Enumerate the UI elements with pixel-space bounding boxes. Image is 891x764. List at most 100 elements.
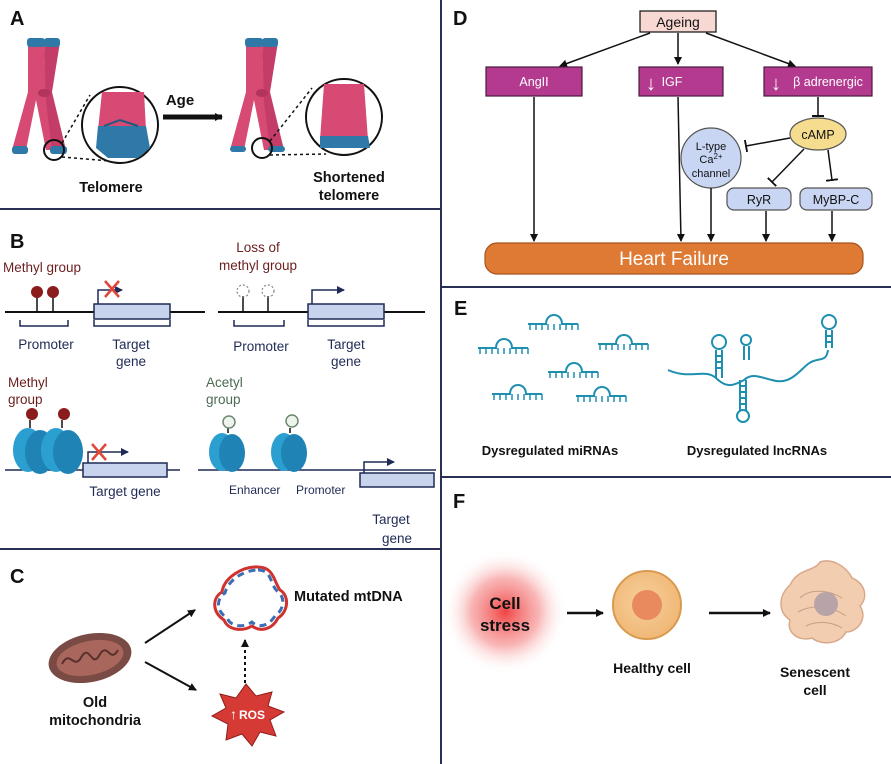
methyl-label-2: group [8,392,43,407]
promoter-label: Promoter [233,339,289,354]
target-gene-box [359,472,435,488]
panel-c: C Mutated mtDNA ↑ ROS Old mitochondria [10,565,403,747]
panel-f: F Cell stress Healthy cell Senescent cel… [443,491,866,698]
mitochondrion-icon [48,632,132,684]
gene-label: gene [331,354,361,369]
heart-failure-box [484,242,864,275]
transcription-start-arrow [87,448,129,463]
panel-e: E Dysregulated miRNAs Dysregulated lncRN… [454,298,837,458]
ltype-ca: Ca [699,154,714,166]
acetyl-label-1: Acetyl [206,375,243,390]
ros-up-arrow: ↑ [230,706,237,722]
healthy-cell-icon [612,570,682,640]
transcription-start-arrow [363,458,395,473]
lncrna-icon [667,314,837,423]
ltype-label-1: L-type [696,141,727,153]
ros-label: ROS [239,708,265,722]
ltype-label-3: channel [692,168,731,180]
target-gene-box [93,303,171,320]
beta-down-arrow: ↓ [771,73,781,95]
mirnas-label: Dysregulated miRNAs [482,443,619,458]
telomere-label: Telomere [79,180,142,196]
telomere-zoom-marker [43,139,65,161]
blocked-x-icon [104,280,120,298]
beta-adrenergic-label: β adrenergic [793,75,863,89]
mito-to-ros-arrow [144,661,197,691]
nucleosome-icon [41,408,83,474]
ageing-label: Ageing [656,14,700,30]
enhancer-label: Enhancer [229,483,280,497]
shortened-telomere-zoom-icon [305,78,383,156]
ltype-label-2: Ca2+ [699,152,723,166]
panel-b: B Methyl group Promoter Target gene Loss… [3,231,436,546]
panel-b-label: B [10,231,24,253]
target-gene-box [82,462,168,478]
gene-label: gene [116,354,146,369]
angii-label: AngII [519,75,548,89]
panel-d-label: D [453,8,467,30]
igf-box [638,66,724,97]
old-mito-label-1: Old [83,695,107,711]
mybpc-box [799,187,873,211]
gene-label: gene [382,531,412,546]
target-label: Target [112,337,150,352]
telomere-zoom-icon [81,86,159,164]
shortened-telomere-label-2: telomere [319,188,379,204]
camp-label: cAMP [801,128,834,142]
target-gene-box [307,303,385,320]
promoter-label: Promoter [18,337,74,352]
mirna-icon [576,386,627,402]
mtdna-ring-icon [213,565,288,631]
promoter-label: Promoter [296,483,345,497]
short-telomere-zoom-marker [251,137,273,159]
mirna-icon [548,362,599,378]
target-label: Target [372,512,410,527]
igf-down-arrow: ↓ [646,73,656,95]
target-label: Target [327,337,365,352]
nucleosome-icon [209,415,245,472]
ageing-box [639,10,717,33]
empty-methyl-site-icon [236,284,275,312]
senescent-label-1: Senescent [780,664,850,680]
mirna-icon [478,338,529,354]
mirna-group [478,314,649,402]
nucleosome-icon [271,414,307,472]
mybpc-label: MyBP-C [813,193,860,207]
loss-methyl-label-1: Loss of [236,240,280,255]
cell-stress-label-1: Cell [489,594,520,613]
panel-e-label: E [454,298,467,320]
beta-adrenergic-box [763,66,873,97]
transcription-start-arrow [311,286,345,304]
methyl-label-1: Methyl [8,375,48,390]
heart-failure-label: Heart Failure [619,249,729,270]
methyl-group-icon [31,286,59,312]
cell-stress-label-2: stress [480,616,530,635]
panel-c-label: C [10,566,24,588]
mirna-icon [598,334,649,350]
senescent-cell-icon [780,560,866,644]
ryr-label: RyR [747,193,771,207]
mutated-mtdna-label: Mutated mtDNA [294,589,403,605]
loss-methyl-label-2: methyl group [219,258,297,273]
blocked-x-icon [91,443,107,461]
ros-burst-icon [210,683,286,747]
camp-node [789,117,847,151]
panel-a-label: A [10,8,24,30]
shortened-telomere-label-1: Shortened [313,170,385,186]
panel-d: D Ageing AngII ↓ IGF ↓ β adrenergic cAMP… [453,8,873,275]
chromosome-icon [230,38,285,152]
healthy-cell-label: Healthy cell [613,660,691,676]
old-mito-label-2: mitochondria [49,713,142,729]
lncrnas-label: Dysregulated lncRNAs [687,443,827,458]
igf-label: IGF [662,75,683,89]
senescent-label-2: cell [803,682,826,698]
mito-to-mtdna-arrow [144,609,196,644]
panel-f-label: F [453,491,465,513]
ryr-box [726,187,792,211]
target-gene-label: Target gene [89,484,160,499]
ltype-sup: 2+ [713,152,722,161]
cell-stress-glow [443,550,567,674]
panel-a: A Age Telomere [10,8,385,204]
chromosome-icon [12,38,67,154]
